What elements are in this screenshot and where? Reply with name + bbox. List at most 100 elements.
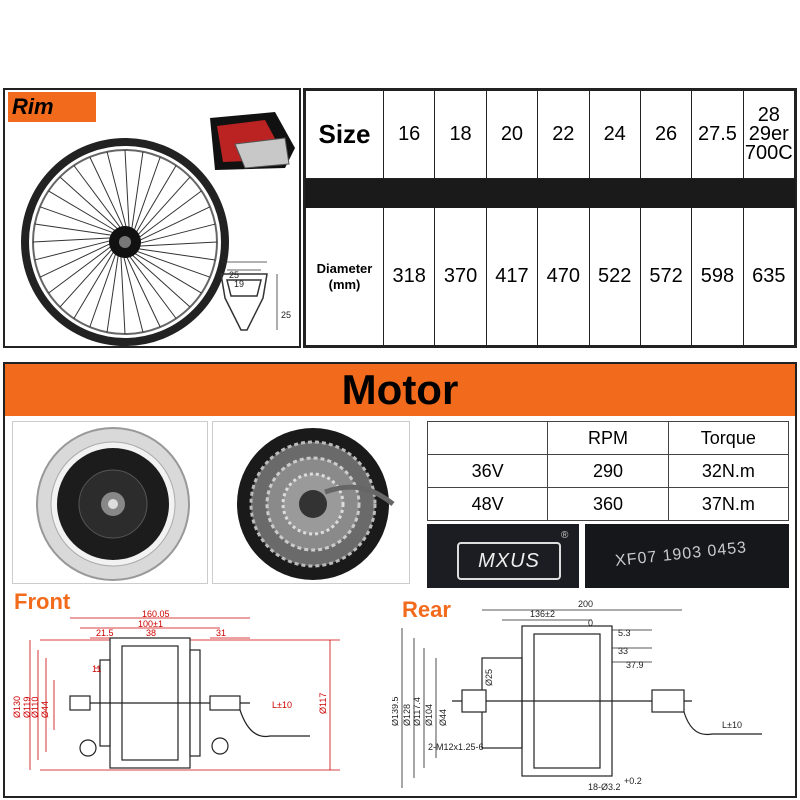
spoke	[89, 252, 117, 328]
thread-spec: 2-M12x1.25-6	[428, 742, 484, 752]
separator-row	[305, 178, 796, 208]
dim-label: 38	[146, 628, 156, 638]
spoke	[131, 254, 191, 308]
spoke	[120, 255, 126, 335]
dim-label: Ø104	[424, 704, 434, 726]
diameter-cell: 417	[485, 207, 539, 346]
dim-label: 200	[578, 599, 593, 609]
motor-title: Motor	[5, 364, 795, 416]
diameter-row: Diameter (mm) 318 370 417 470 522 572 59…	[305, 207, 796, 346]
diameter-cell: 572	[639, 207, 693, 346]
spec-rpm: 290	[547, 454, 669, 488]
spoke	[59, 176, 119, 230]
rear-drawing-title: Rear	[402, 597, 451, 622]
dim-label: 11	[92, 664, 101, 674]
size-cell: 22	[537, 90, 590, 179]
spec-row: 48V 360 37N.m	[426, 487, 790, 521]
rear-motor-photo	[212, 421, 410, 584]
size-cell: 26	[639, 90, 693, 179]
diameter-cell: 318	[382, 207, 436, 346]
dim-label: 160.05	[142, 610, 170, 619]
size-cell: 18	[434, 90, 487, 179]
spoke	[138, 190, 202, 239]
motor-spec-table: RPM Torque 36V 290 32N.m 48V 360 37N.m	[426, 421, 790, 521]
dim-label: Ø117	[318, 693, 328, 714]
spoke	[128, 255, 177, 319]
diameter-cell: 635	[742, 207, 796, 346]
dim-label: Ø128	[402, 704, 412, 726]
spec-voltage: 36V	[426, 454, 549, 488]
spoke	[34, 240, 112, 261]
dim-label: Ø44	[40, 701, 50, 718]
rim-label: Rim	[8, 92, 96, 122]
disc-brake-hub-icon	[36, 427, 190, 581]
rim-panel: 25 19 25	[3, 88, 301, 348]
rim-height: 25	[281, 310, 291, 320]
spoke	[39, 206, 115, 234]
spoke	[73, 250, 115, 319]
dim-label: 5.3	[618, 628, 631, 638]
brand-logo: MXUS	[457, 542, 561, 580]
dim-label: 37.9	[626, 660, 644, 670]
cassette-hub-icon	[237, 428, 395, 580]
diameter-unit: (mm)	[328, 276, 361, 292]
spoke	[106, 151, 127, 229]
spoke	[89, 156, 125, 229]
spoke	[138, 241, 218, 247]
bolt-spec: 18-Ø3.2	[588, 782, 621, 792]
spoke	[138, 223, 216, 244]
diameter-cell: 522	[588, 207, 641, 346]
rim-outer-width: 25	[229, 270, 239, 280]
spoke	[48, 190, 117, 232]
spec-header-row: RPM Torque	[426, 421, 790, 455]
size-line: 700C	[744, 142, 793, 164]
spoke	[125, 255, 161, 328]
size-line: 29er	[748, 123, 789, 145]
rim-inner-width: 19	[234, 279, 244, 289]
size-cell: 27.5	[691, 90, 744, 179]
spoke	[135, 250, 211, 278]
spec-rpm: 360	[547, 487, 669, 521]
diameter-header: Diameter (mm)	[305, 207, 384, 346]
dim-label: Ø139.5	[392, 696, 400, 726]
serial-number: XF07 1903 0453	[614, 539, 748, 570]
registered-mark: ®	[561, 530, 569, 541]
dim-label: Ø44	[438, 709, 448, 726]
spec-header-rpm: RPM	[547, 421, 669, 455]
spoke	[124, 149, 130, 229]
size-line: 28	[757, 104, 780, 126]
spec-voltage: 48V	[426, 487, 549, 521]
spoke	[131, 151, 144, 230]
spec-torque: 37N.m	[667, 487, 790, 521]
cable-length: L±10	[722, 720, 742, 730]
rim-cross-section-icon	[220, 261, 278, 331]
spec-torque: 32N.m	[667, 454, 790, 488]
dim-label: 33	[618, 646, 628, 656]
dim-label: Ø117.4	[412, 697, 422, 726]
size-cell: 20	[485, 90, 539, 179]
dim-label: Ø110	[30, 697, 40, 718]
spoke	[73, 165, 122, 229]
spoke	[137, 176, 191, 236]
wheel-icon	[21, 138, 229, 346]
front-hub-drawing: 160.05 100±1 21.5 38 31 11 Ø130 Ø119 Ø11…	[12, 610, 340, 771]
cable-length: L±10	[272, 700, 292, 710]
spoke	[137, 248, 216, 261]
front-drawing-title: Front	[14, 589, 71, 614]
spoke	[123, 255, 144, 333]
spoke	[133, 156, 161, 232]
diameter-cell: 370	[434, 207, 487, 346]
rim-profile-icon	[210, 112, 295, 170]
diameter-cell: 598	[691, 207, 744, 346]
dim-label: Ø119	[22, 697, 32, 718]
spoke	[135, 165, 177, 234]
spoke	[32, 237, 112, 243]
dim-label: Ø130	[12, 696, 22, 718]
bolt-tolerance: +0.2	[624, 776, 642, 786]
size-cell: 16	[382, 90, 436, 179]
dim-label: Ø25	[484, 669, 494, 686]
spoke	[59, 248, 113, 308]
size-table: Size 16 18 20 22 24 26 27.5 28 29er 700C…	[303, 88, 797, 348]
dim-label: 0	[588, 618, 593, 628]
dim-label: 136±2	[530, 609, 555, 619]
